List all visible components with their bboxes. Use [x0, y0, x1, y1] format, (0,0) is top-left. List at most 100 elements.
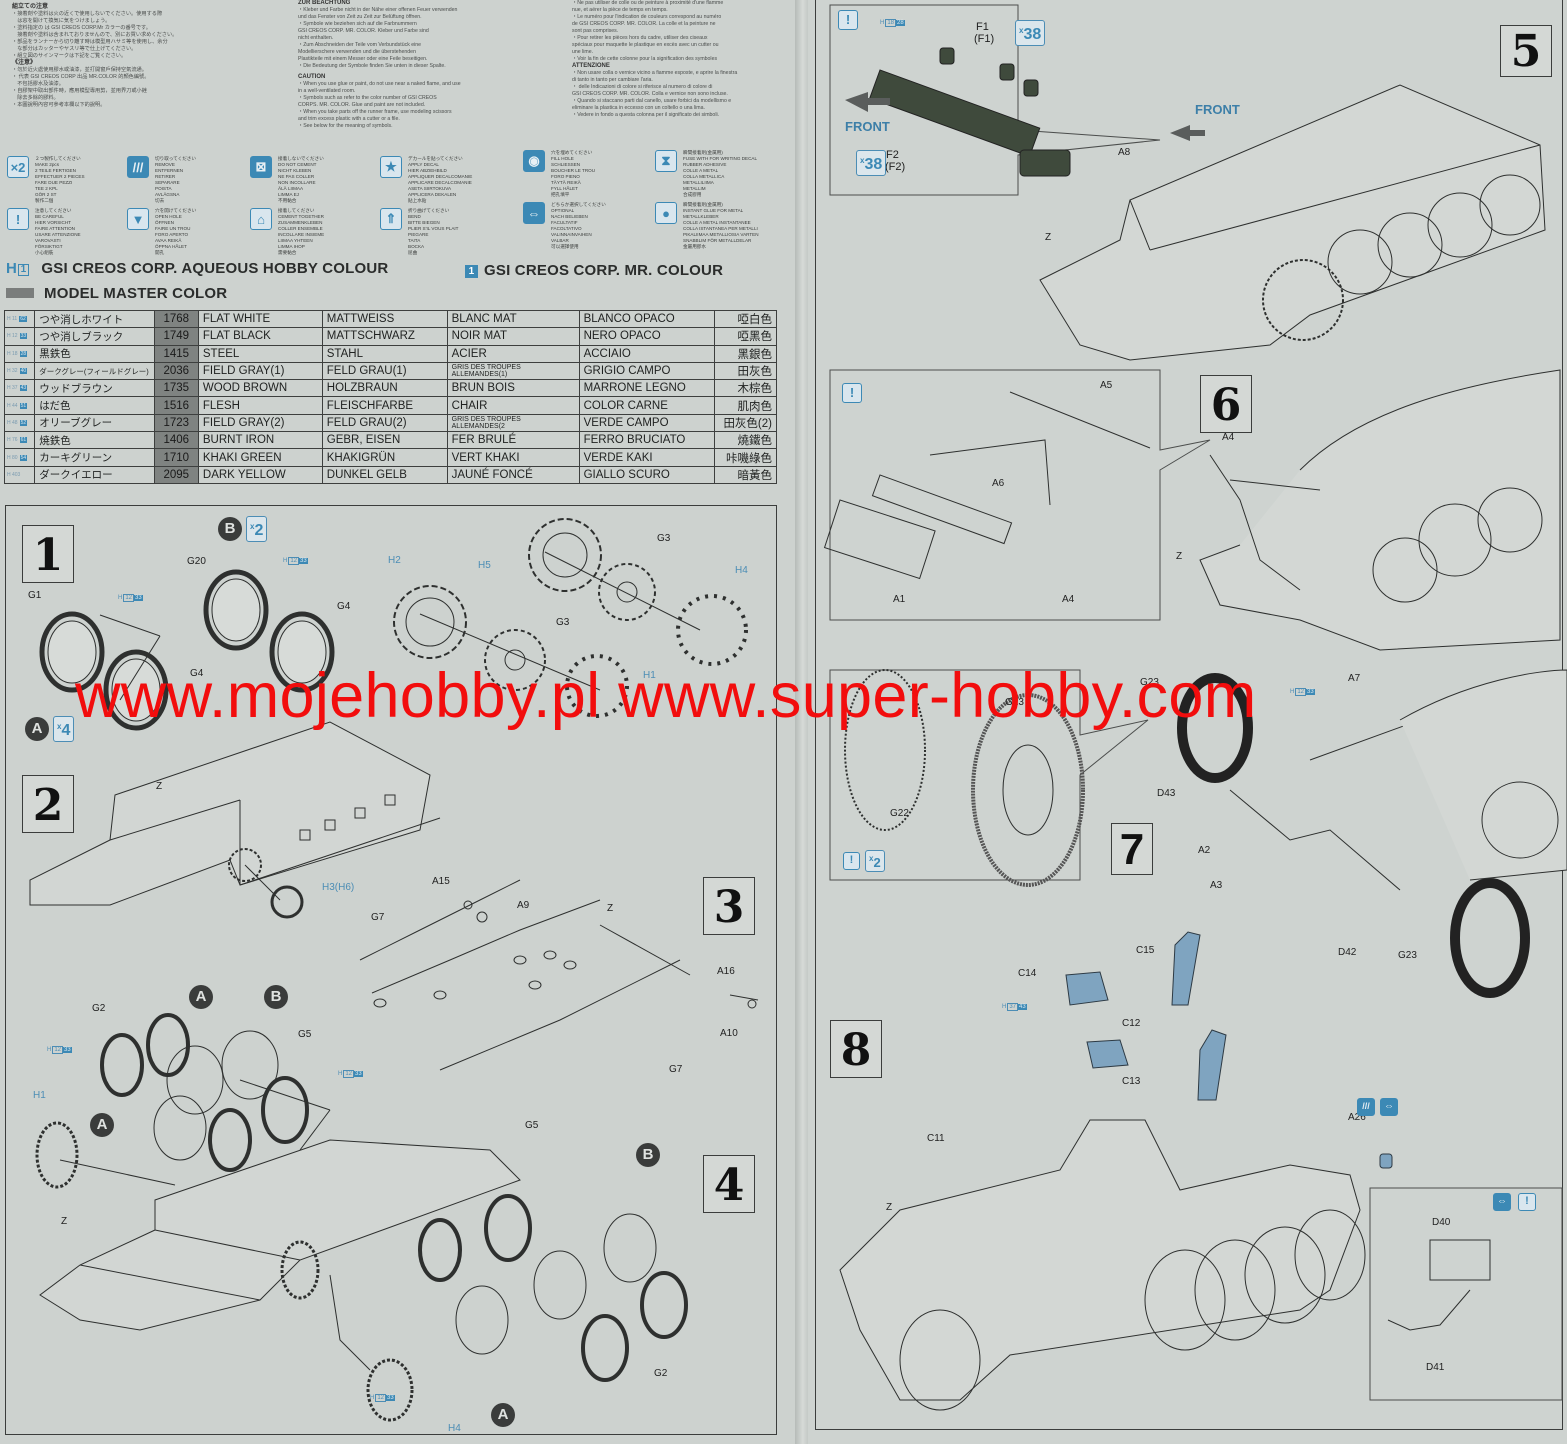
part-label: G3 — [657, 533, 671, 544]
bend-icon: ⇑ — [380, 208, 402, 230]
part-label: A5 — [1100, 380, 1113, 391]
wheel-set-b: B — [264, 985, 288, 1009]
part-label: F2 — [886, 149, 899, 161]
cement-tube-icon: ⌂ — [250, 208, 272, 230]
part-label: H4 — [735, 565, 748, 576]
part-label: G4 — [190, 668, 204, 679]
model-master-swatch — [6, 288, 34, 298]
part-label: F1 — [976, 21, 989, 33]
step-number-8: 8 — [830, 1020, 882, 1078]
watermark: www.mojehobby.pl www.super-hobby.com — [75, 661, 1257, 731]
instructions-jp: 組立ての注意 ・接着剤や塗料は火の近くで使用しないでください。使用する際 は窓を… — [12, 4, 178, 108]
part-label: G23 — [1398, 950, 1417, 961]
part-label: H2 — [388, 555, 401, 566]
glue-drop-icon: ● — [655, 202, 677, 224]
part-label: A10 — [720, 1028, 738, 1039]
step-number-7: 7 — [1111, 823, 1153, 875]
part-label: G23 — [1005, 697, 1024, 708]
step-number-3: 3 — [703, 877, 755, 935]
part-label: H4 — [448, 1423, 461, 1434]
part-label: A6 — [992, 478, 1005, 489]
part-label: G5 — [298, 1029, 312, 1040]
part-label: H1 — [643, 670, 656, 681]
part-label: A2 — [1198, 845, 1211, 856]
step-number-4: 4 — [703, 1155, 755, 1213]
part-label: C12 — [1122, 1018, 1141, 1029]
part-label: G4 — [337, 601, 351, 612]
step-number-1: 1 — [22, 525, 74, 583]
remove-icon: /// — [127, 156, 149, 178]
part-label: Z — [61, 1216, 68, 1227]
part-label: G23 — [1140, 677, 1159, 688]
part-label: G7 — [371, 912, 385, 923]
do-not-cement-icon: ⊠ — [250, 156, 272, 178]
wheel-set-a: A — [189, 985, 213, 1009]
instructions-de-en: ZUR BEACHTUNG ・Kleber und Farbe nicht in… — [298, 0, 461, 129]
glue-icon: ⧗ — [655, 150, 677, 172]
star-icon: ★ — [380, 156, 402, 178]
part-label: D40 — [1432, 1217, 1451, 1228]
part-label: A8 — [1118, 147, 1131, 158]
qty-b-x2: B x2 — [218, 516, 268, 542]
part-label: (F1) — [974, 33, 995, 45]
part-label: A7 — [1348, 673, 1361, 684]
part-label: A26 — [1348, 1112, 1366, 1123]
remove-icon: /// — [1357, 1098, 1375, 1116]
part-label: Z — [1045, 232, 1052, 243]
part-label: Z — [156, 781, 163, 792]
part-label: G20 — [187, 556, 206, 567]
optional-icon: ⇔ — [1380, 1098, 1398, 1116]
front-direction-label: FRONT — [845, 119, 890, 134]
brand-model-master: MODEL MASTER COLOR — [6, 285, 227, 302]
part-label: H1 — [33, 1090, 46, 1101]
step-number-2: 2 — [22, 775, 74, 833]
wheel-set-b: B — [636, 1143, 660, 1167]
open-hole-icon: ▼ — [127, 208, 149, 230]
part-label: A15 — [432, 876, 450, 887]
qty-x38: x38 — [856, 150, 887, 176]
part-label: Z — [607, 903, 614, 914]
steps-1-4-frame — [5, 505, 777, 1435]
part-label: A3 — [1210, 880, 1223, 891]
part-label: D43 — [1157, 788, 1176, 799]
be-careful-icon: ! — [838, 10, 858, 30]
part-label: A16 — [717, 966, 735, 977]
step-number-6: 6 — [1200, 375, 1252, 433]
wheel-set-a: A — [90, 1113, 114, 1137]
qty-a-x4: A x4 — [25, 716, 75, 742]
part-label: C13 — [1122, 1076, 1141, 1087]
part-label: Z — [1176, 551, 1183, 562]
be-careful-icon: ! — [842, 383, 862, 403]
x2-icon: ×2 — [7, 156, 29, 178]
part-label: Z — [886, 1202, 893, 1213]
part-label: G5 — [525, 1120, 539, 1131]
part-label: A4 — [1062, 594, 1075, 605]
instructions-fr-it: ・Ne pas utiliser de colle ou de peinture… — [572, 0, 738, 118]
part-label: G1 — [28, 590, 42, 601]
part-label: (F2) — [885, 161, 906, 173]
wheel-set-a: A — [491, 1403, 515, 1427]
be-careful-icon: ! — [1518, 1193, 1536, 1211]
fill-hole-icon: ◉ — [523, 150, 545, 172]
